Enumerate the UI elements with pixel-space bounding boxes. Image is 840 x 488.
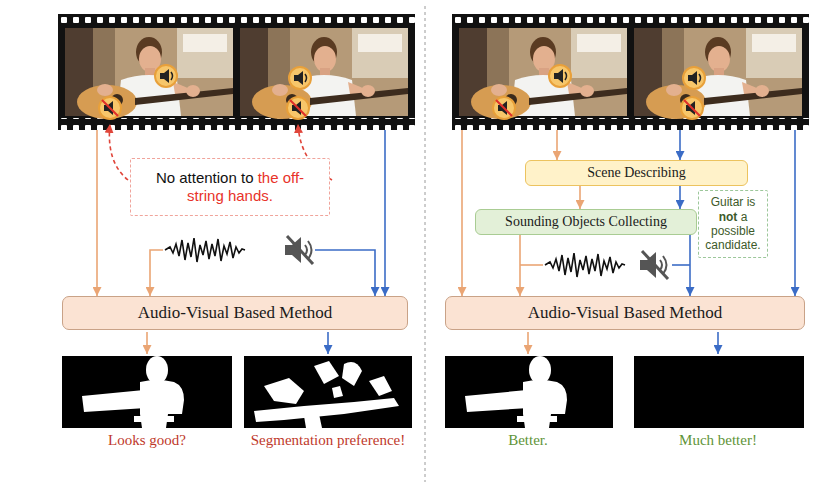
emphasis-word: not bbox=[719, 210, 738, 224]
flow-arrow bbox=[327, 332, 329, 354]
object-collecting-box: Sounding Objects Collecting bbox=[475, 209, 697, 235]
node-text: Audio-Visual Based Method bbox=[528, 303, 722, 323]
emphasis-word: hands. bbox=[228, 187, 273, 204]
node-text: Scene Describing bbox=[587, 165, 685, 182]
flow-arrow bbox=[461, 130, 463, 296]
flow-connector bbox=[679, 186, 681, 209]
segmentation-mask bbox=[634, 356, 804, 428]
flow-connector bbox=[519, 235, 521, 296]
emphasis-word: the bbox=[258, 169, 279, 186]
method-box: Audio-Visual Based Method bbox=[445, 296, 805, 330]
flow-arrow bbox=[315, 250, 375, 296]
film-strip bbox=[452, 14, 809, 130]
flow-arrow bbox=[556, 130, 558, 160]
candidate-callout: Guitar is not a possible candidate. bbox=[698, 190, 768, 258]
attention-arrow bbox=[109, 124, 128, 180]
node-text: Guitar is not a possible candidate. bbox=[702, 195, 764, 253]
segmentation-mask bbox=[244, 356, 412, 428]
segmentation-mask bbox=[62, 356, 232, 428]
attention-callout: No attention to the off-string hands. bbox=[130, 158, 330, 216]
scene-describing-box: Scene Describing bbox=[525, 160, 748, 186]
flow-connector bbox=[689, 235, 691, 296]
method-box: Audio-Visual Based Method bbox=[62, 296, 408, 330]
flow-line bbox=[672, 264, 690, 266]
flow-arrow bbox=[96, 130, 98, 296]
node-text: Audio-Visual Based Method bbox=[138, 303, 332, 323]
flow-arrow bbox=[717, 332, 719, 354]
flow-arrow bbox=[150, 250, 163, 296]
flow-arrow bbox=[384, 130, 386, 296]
node-text: No attention to the off-string hands. bbox=[139, 169, 321, 205]
film-strip bbox=[58, 14, 415, 130]
flow-arrow bbox=[146, 332, 148, 354]
flow-connector bbox=[579, 186, 581, 209]
result-caption: Looks good? bbox=[37, 432, 257, 449]
flow-arrow bbox=[679, 130, 681, 160]
result-caption: Better. bbox=[418, 432, 638, 449]
panel-divider bbox=[425, 6, 426, 482]
flow-arrow bbox=[527, 332, 529, 354]
node-text: Sounding Objects Collecting bbox=[505, 214, 667, 231]
segmentation-mask bbox=[445, 356, 613, 428]
result-caption: Much better! bbox=[608, 432, 828, 449]
result-caption: Segmentation preference! bbox=[218, 432, 438, 449]
flow-arrow bbox=[794, 130, 796, 296]
flow-line bbox=[520, 264, 543, 266]
